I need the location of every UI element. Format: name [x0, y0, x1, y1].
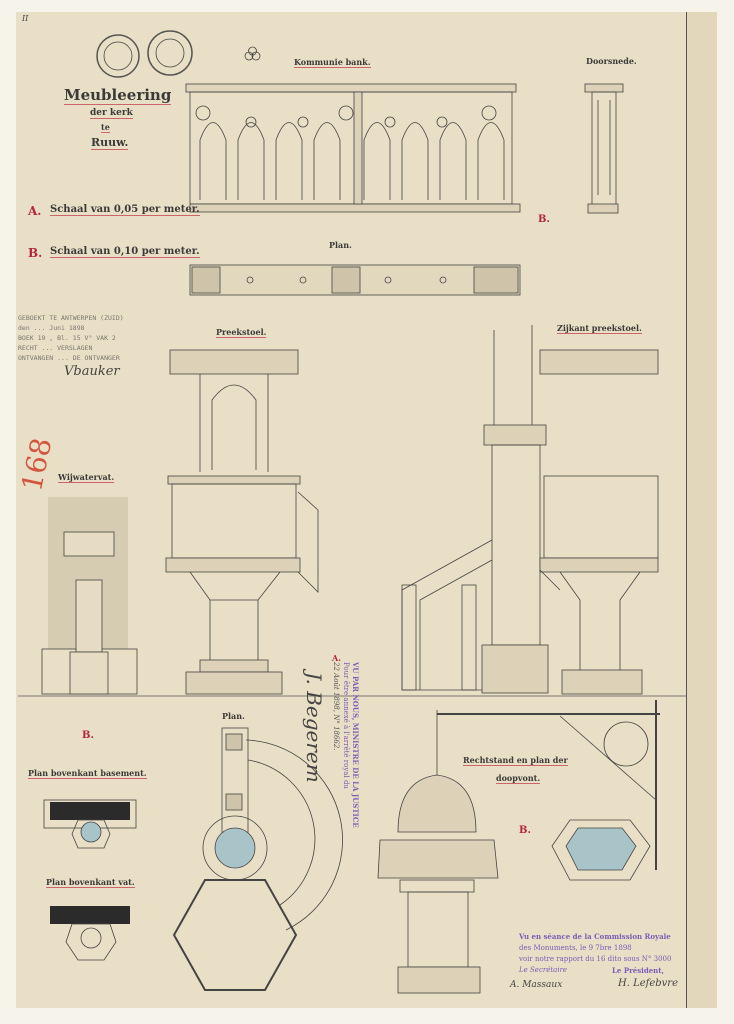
stamp-line: 22 Août 1898, N° 18662. [332, 662, 340, 751]
stamp-line: Vu en séance de la Commission Royale [519, 932, 671, 941]
title-line-4: Ruuw. [91, 136, 129, 150]
stamp-line: Pour être annexé à l'arrêté royal du [342, 662, 350, 789]
stamp-line: GEBOEKT TE ANTWERPEN (ZUID) [18, 314, 124, 322]
label-plan-basement: Plan bovenkant basement. [28, 768, 147, 779]
president-signature: H. Lefebvre [618, 978, 679, 989]
bench-section [584, 83, 624, 214]
president-label: Le Président, [612, 966, 664, 975]
seal-1 [96, 34, 140, 78]
scale-a-marker: A. [28, 204, 42, 218]
marker-b: B. [538, 214, 550, 225]
marker-b-3: B. [519, 825, 531, 836]
label-baptismal-font-2: doopvont. [496, 773, 541, 784]
communion-bench-elevation [185, 83, 521, 213]
stamp-line: ONTVANGEN ... DE ONTVANGER [18, 354, 120, 362]
bench-plan [189, 264, 521, 296]
label-plan-basin: Plan bovenkant vat. [46, 877, 135, 888]
label-baptismal-font-1: Rechtstand en plan der [463, 755, 568, 766]
label-pulpit-side: Zijkant preekstoel. [557, 323, 642, 334]
label-plan-bench: Plan. [329, 240, 352, 250]
pulpit-plan [172, 727, 343, 991]
label-holy-water-font: Wijwatervat. [58, 472, 115, 483]
scale-b-marker: B. [28, 246, 43, 260]
holy-water-font-elevation [41, 497, 138, 695]
label-pulpit: Preekstoel. [216, 327, 267, 338]
secretary-label: Le Secrétaire [519, 966, 568, 974]
signature: J. Begerem [302, 672, 326, 783]
title-line-1: Meubleering [64, 86, 172, 105]
pulpit-elevation [165, 349, 319, 695]
stamp-line: RECHT ... VERSLAGEN [18, 344, 93, 352]
secretary-signature: A. Massaux [510, 980, 563, 990]
label-communion-bench: Kommunie bank. [294, 57, 371, 68]
stamp-line: VU PAR NOUS, MINISTRE DE LA JUSTICE [351, 662, 360, 828]
baptismal-font-elevation [377, 700, 660, 994]
seal-2 [147, 30, 193, 76]
scale-b-text: Schaal van 0,10 per meter. [50, 246, 200, 258]
pulpit-side-elevation [401, 325, 659, 695]
stamp-line: voir notre rapport du 16 dito sous N° 30… [519, 955, 672, 963]
label-plan-pulpit: Plan. [222, 711, 245, 721]
scale-a-text: Schaal van 0,05 per meter. [50, 204, 200, 216]
stamp-line: den ... Juni 1898 [18, 324, 85, 332]
sheet-edge [686, 12, 717, 1008]
label-section: Doorsnede. [586, 56, 637, 66]
marker-a: A. [332, 653, 341, 663]
stamp-line: des Monuments, le 9 7bre 1898 [519, 944, 632, 952]
corner-mark: II [22, 14, 29, 23]
marker-b-2: B. [82, 730, 94, 741]
stamp-line: BOEK 19 , Bl. 15 V° VAK 2 [18, 334, 116, 342]
title-line-2: der kerk [90, 108, 133, 119]
title-line-3: te [101, 122, 110, 133]
signature: Vbauker [64, 364, 120, 379]
